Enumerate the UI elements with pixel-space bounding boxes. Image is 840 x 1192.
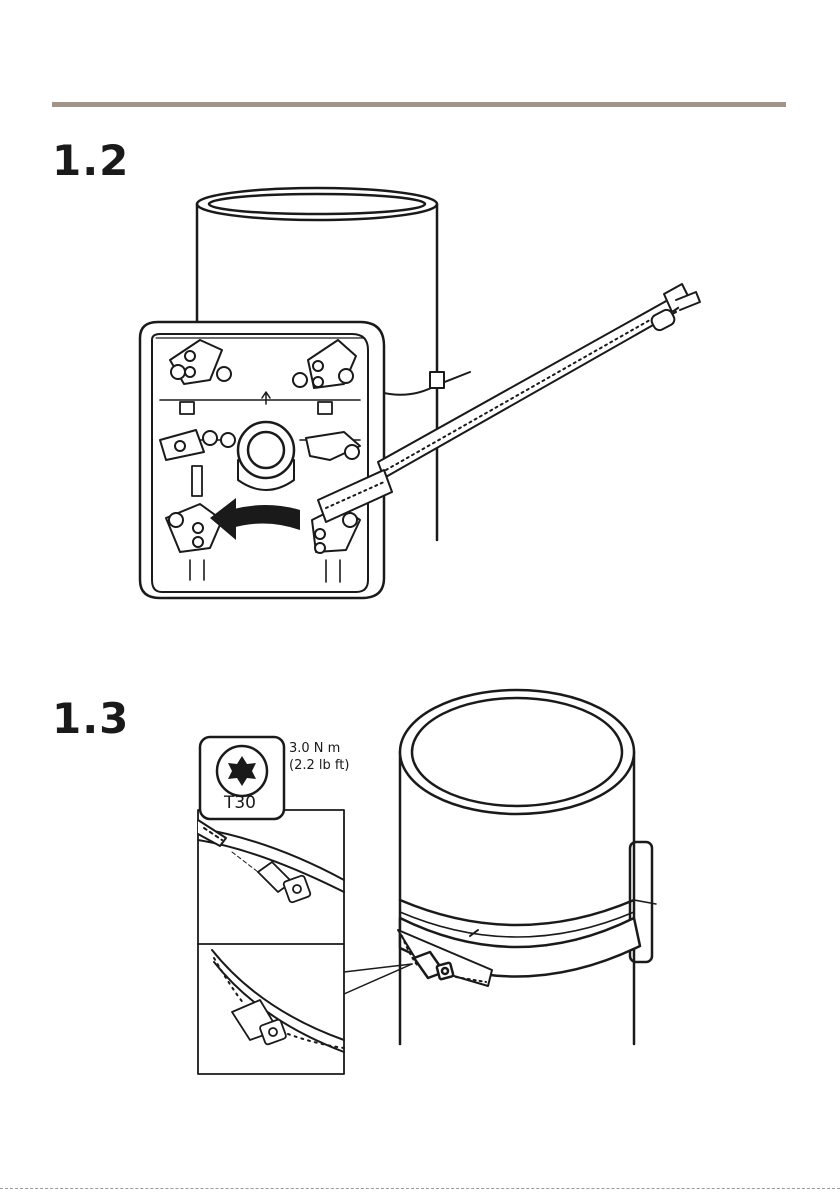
detail-panels <box>198 810 344 1074</box>
pole-1-3 <box>398 690 656 1044</box>
torque-imperial: (2.2 lb ft) <box>289 757 349 774</box>
torx-bit-label: T30 <box>210 793 270 813</box>
torque-spec: 3.0 N m (2.2 lb ft) <box>289 740 349 774</box>
torque-metric: 3.0 N m <box>289 740 349 757</box>
page-bottom-edge <box>0 1188 840 1189</box>
